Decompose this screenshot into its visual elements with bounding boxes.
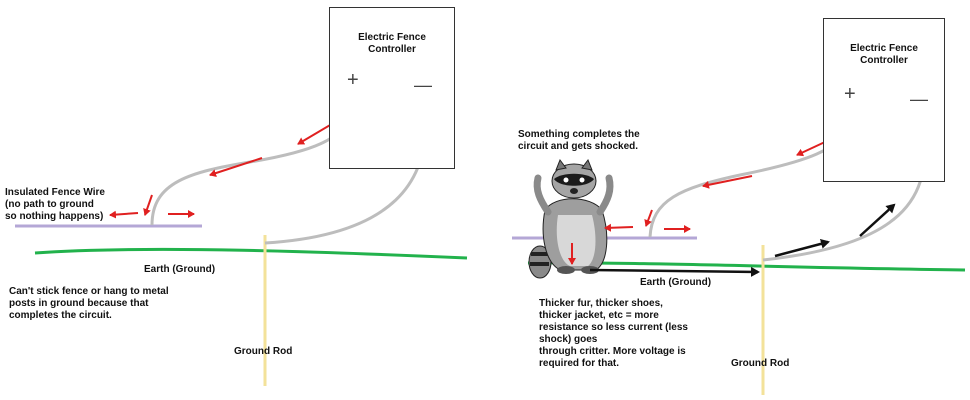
current-arrow [702, 175, 753, 189]
earth-line-left [34, 247, 468, 260]
return-arrow [859, 203, 896, 237]
earth-label-right: Earth (Ground) [640, 277, 712, 288]
current-arrow [209, 157, 263, 177]
current-arrow [644, 209, 653, 227]
fence-controller-right [823, 18, 945, 182]
ground-rod-label-right: Ground Rod [731, 358, 790, 369]
positive-symbol-right: + [844, 83, 856, 105]
current-arrow [109, 210, 139, 219]
negative-symbol-right: — [910, 89, 928, 109]
current-arrow [604, 223, 634, 232]
positive-wire-left [150, 109, 356, 226]
fence-wire-label-left: Insulated Fence Wire (no path to ground … [5, 187, 105, 222]
earth-label-left: Earth (Ground) [144, 264, 216, 275]
return-arrow [774, 238, 830, 258]
critter-label-right: Something completes the circuit and gets… [518, 129, 640, 152]
raccoon-illustration [528, 158, 614, 279]
current-arrow [143, 194, 153, 216]
resistance-label-right: Thicker fur, thicker shoes, thicker jack… [539, 298, 688, 369]
fence-controller-left [329, 7, 455, 169]
ground-rod-label-left: Ground Rod [234, 346, 293, 357]
controller-label-right: Electric Fence Controller [850, 43, 918, 66]
controller-label-left: Electric Fence Controller [358, 32, 426, 55]
positive-symbol-left: + [347, 69, 359, 91]
positive-wire-right [648, 121, 853, 238]
negative-symbol-left: — [414, 75, 432, 95]
warning-label-left: Can't stick fence or hang to metal posts… [9, 286, 169, 321]
return-arrow [589, 266, 760, 277]
